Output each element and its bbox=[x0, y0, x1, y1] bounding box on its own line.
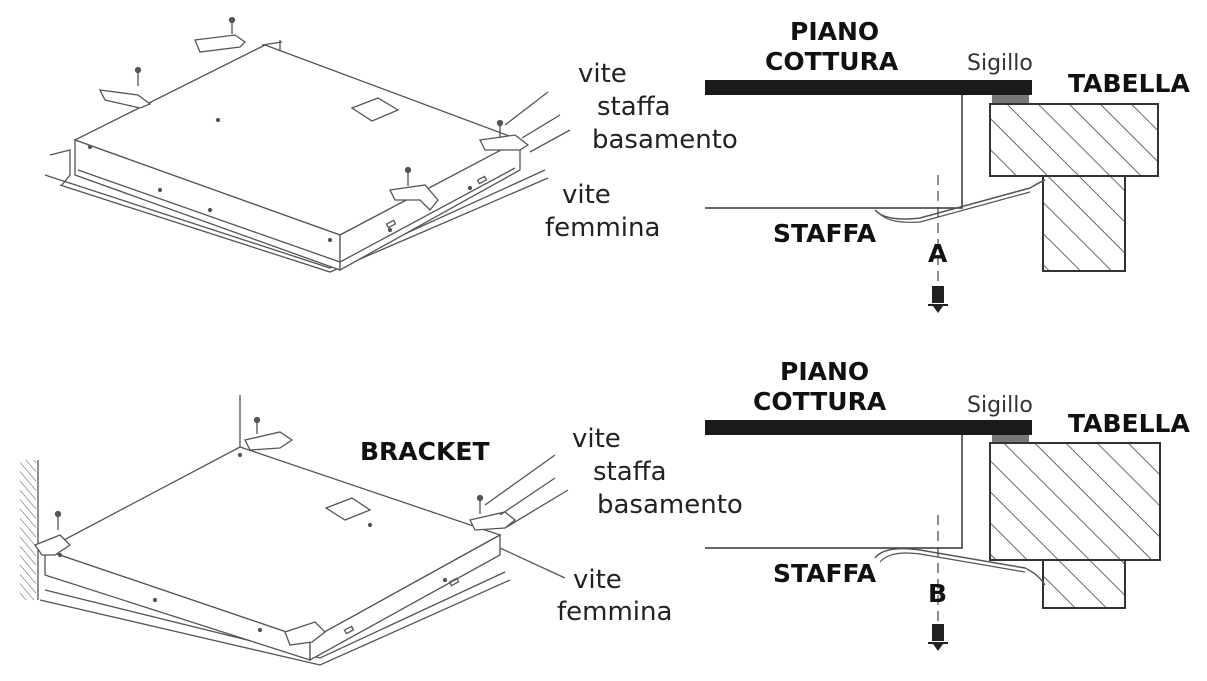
top-staffa-label: STAFFA bbox=[773, 219, 877, 248]
bottom-label-vite: vite bbox=[572, 424, 621, 454]
top-piano-label: PIANO bbox=[790, 17, 879, 46]
bottom-seal bbox=[992, 435, 1029, 443]
bottom-label-staffa: staffa bbox=[593, 457, 667, 487]
bottom-bracket-spring bbox=[874, 547, 1046, 586]
bottom-support bbox=[1042, 559, 1126, 609]
bottom-worktop bbox=[989, 442, 1161, 561]
top-isometric-hob bbox=[44, 16, 571, 273]
bottom-label-basamento: basamento bbox=[597, 490, 743, 520]
bottom-cottura-label: COTTURA bbox=[753, 387, 887, 416]
bottom-sigillo-label: Sigillo bbox=[967, 393, 1033, 418]
bottom-letter-label: B bbox=[928, 579, 947, 608]
bottom-staffa-label: STAFFA bbox=[773, 559, 877, 588]
top-label-vite: vite bbox=[578, 59, 627, 89]
bottom-bracket-label: BRACKET bbox=[360, 437, 490, 466]
bottom-isometric-hob bbox=[20, 395, 569, 666]
top-label-basamento: basamento bbox=[592, 125, 738, 155]
bottom-label-vite-2: vite bbox=[573, 565, 622, 595]
top-tabella-label: TABELLA bbox=[1068, 69, 1190, 98]
bottom-label-femmina: femmina bbox=[557, 597, 672, 627]
bottom-section bbox=[705, 420, 1161, 651]
top-cottura-label: COTTURA bbox=[765, 47, 899, 76]
top-hob-plate bbox=[705, 80, 1032, 95]
top-label-staffa: staffa bbox=[597, 92, 671, 122]
top-worktop bbox=[989, 103, 1159, 177]
top-label-vite-2: vite bbox=[562, 180, 611, 210]
top-sigillo-label: Sigillo bbox=[967, 51, 1033, 76]
top-support bbox=[1042, 175, 1126, 272]
bottom-tabella-label: TABELLA bbox=[1068, 409, 1190, 438]
top-bracket-spring bbox=[874, 179, 1046, 220]
top-screw-icon bbox=[932, 286, 944, 303]
top-letter-label: A bbox=[928, 239, 948, 268]
bottom-piano-label: PIANO bbox=[780, 357, 869, 386]
bottom-hob-plate bbox=[705, 420, 1032, 435]
top-seal bbox=[992, 95, 1029, 103]
bottom-screw-icon bbox=[932, 624, 944, 641]
top-label-femmina: femmina bbox=[545, 213, 660, 243]
top-section bbox=[705, 80, 1159, 313]
